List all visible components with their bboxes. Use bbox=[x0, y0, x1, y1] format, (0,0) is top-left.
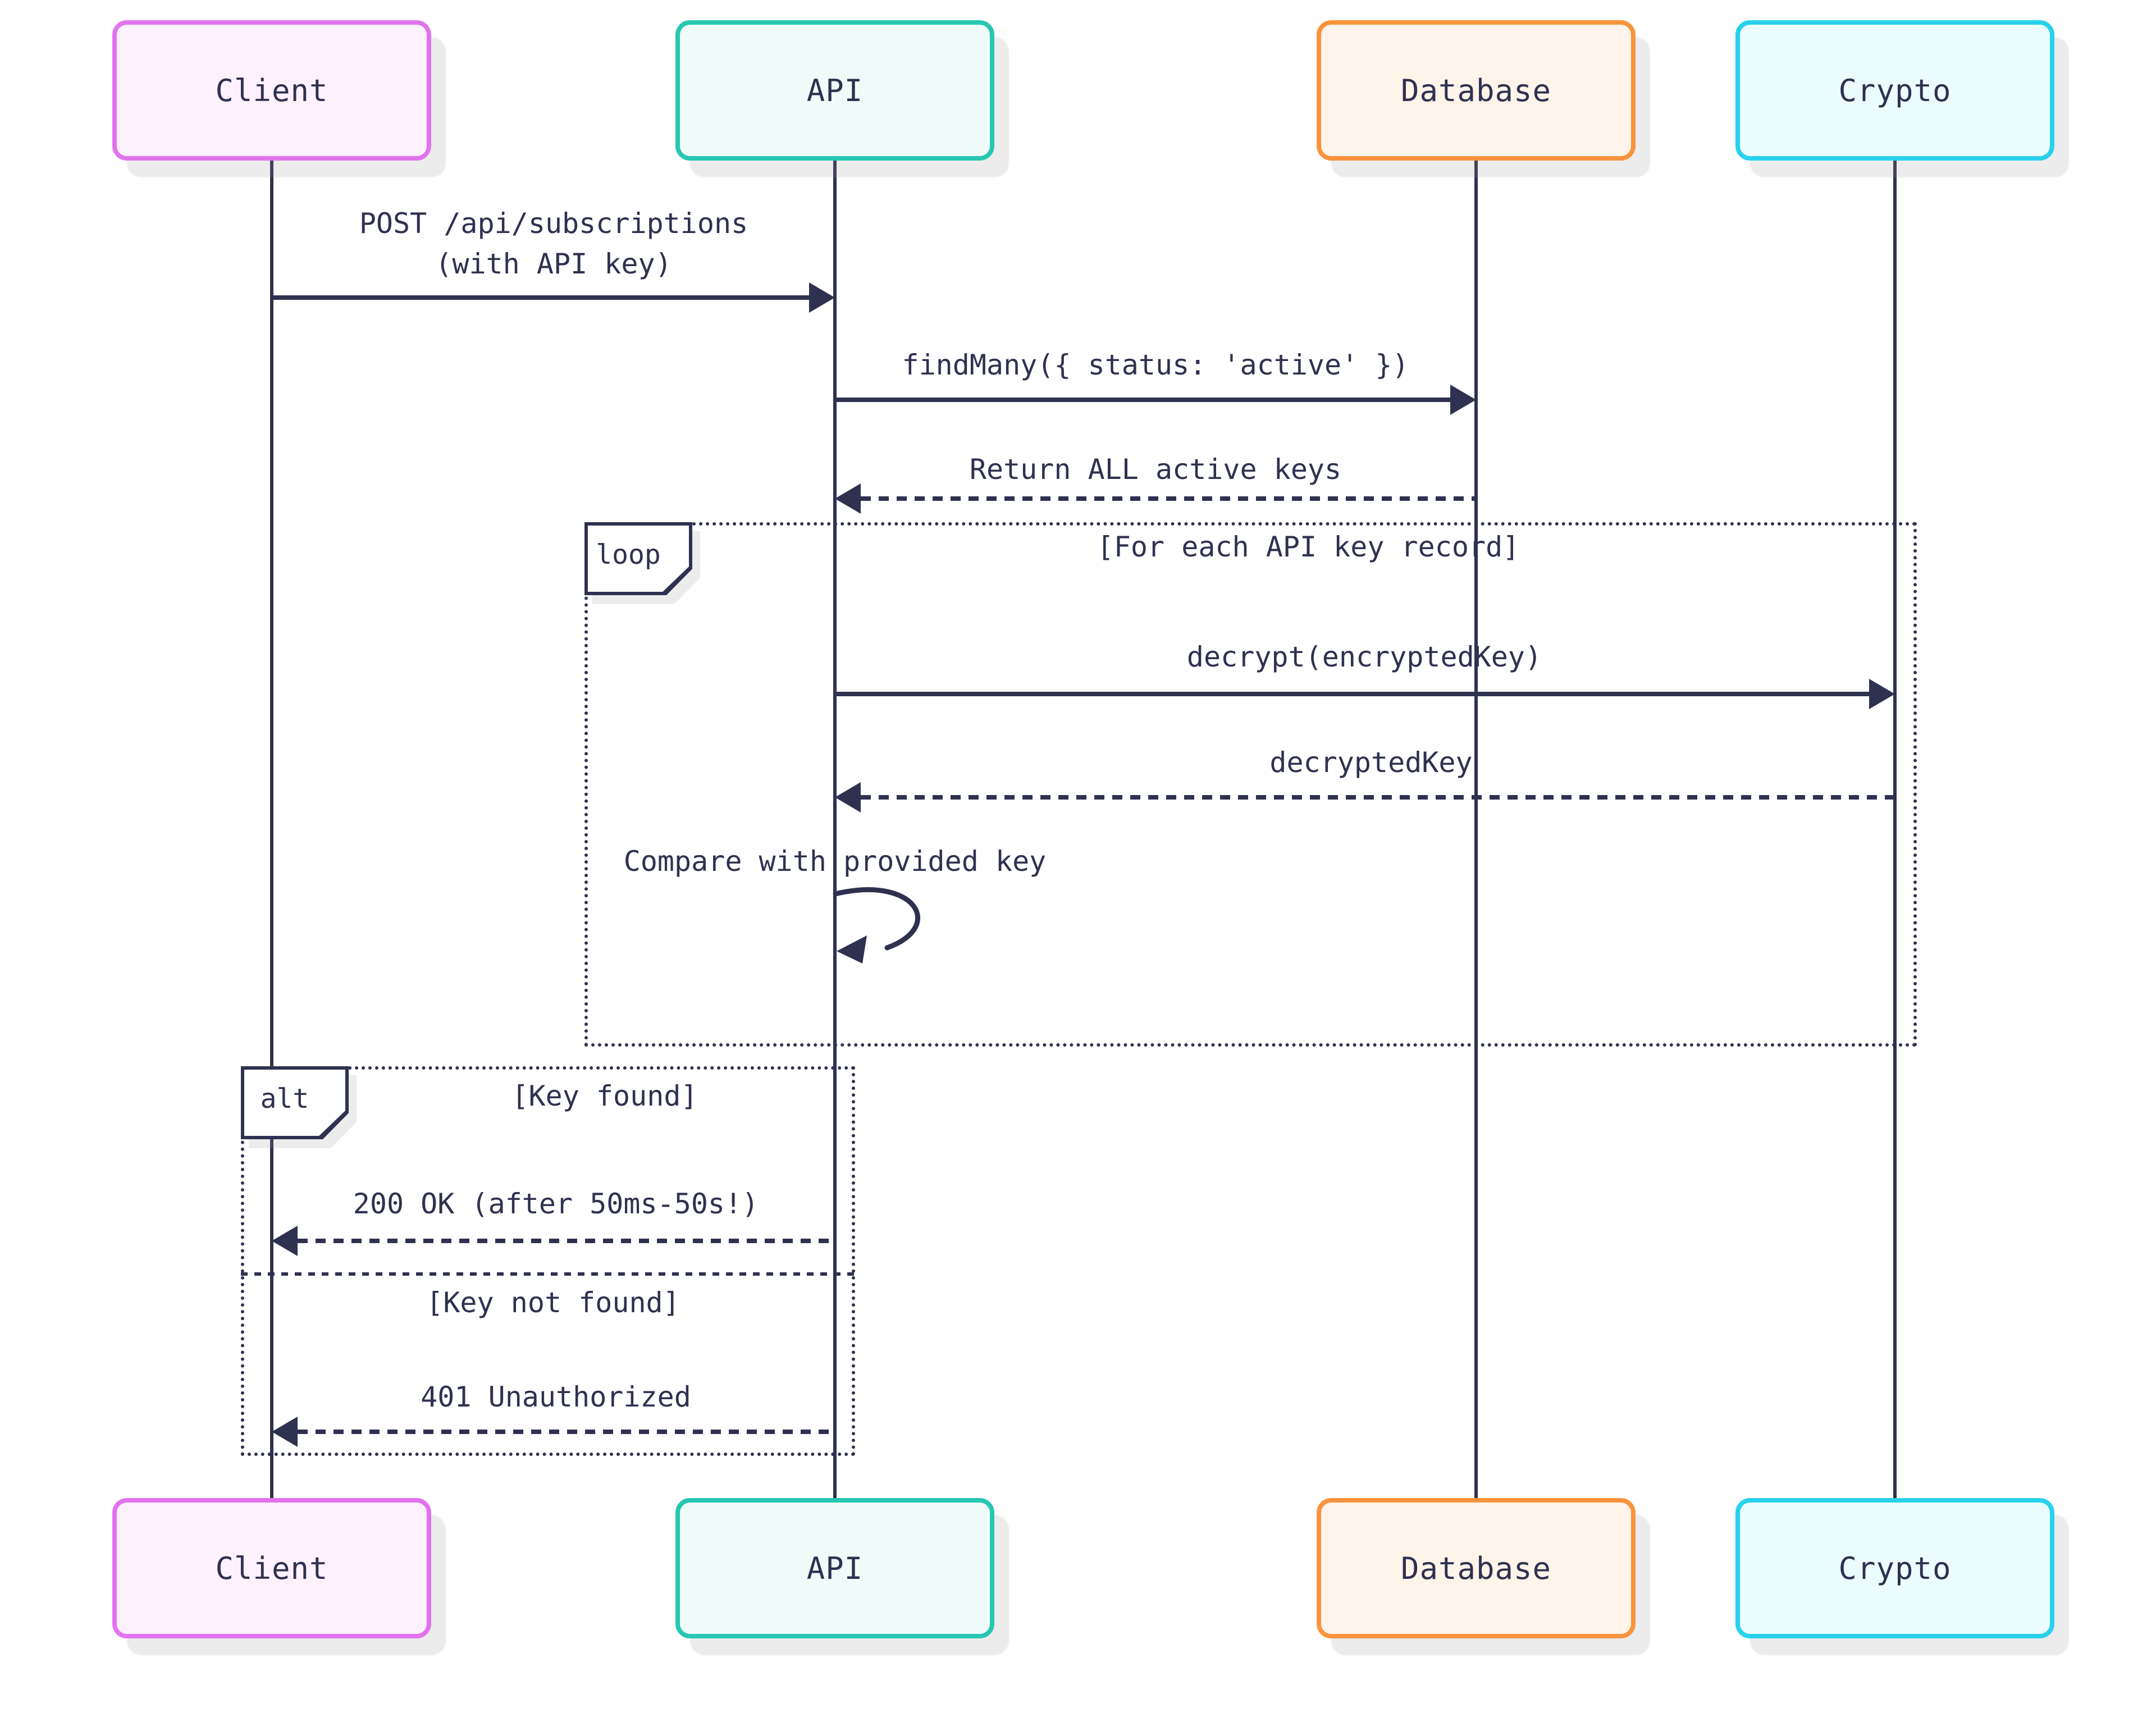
actor-top-crypto: Crypto bbox=[1735, 20, 2054, 161]
loop-frame-tab: loop bbox=[584, 522, 692, 595]
arrowhead-unauthorized-icon bbox=[272, 1417, 298, 1447]
alt-tab-label: alt bbox=[260, 1083, 309, 1115]
message-returnkeys-label: Return ALL active keys bbox=[969, 453, 1342, 486]
actor-label-api: API bbox=[806, 72, 864, 108]
lifeline-database bbox=[1474, 161, 1478, 1498]
message-ok-label: 200 OK (after 50ms-50s!) bbox=[353, 1188, 759, 1220]
loop-guard-label: [For each API key record] bbox=[1097, 531, 1520, 563]
actor-label-client-bottom: Client bbox=[215, 1550, 328, 1586]
arrowhead-returnkeys-icon bbox=[835, 483, 861, 514]
message-findmany-arrow bbox=[835, 398, 1451, 402]
message-decrypt-arrow bbox=[835, 692, 1870, 696]
message-returnkeys-arrow bbox=[861, 496, 1476, 501]
alt-guard-notfound-label: [Key not found] bbox=[426, 1286, 680, 1319]
message-post-label: POST /api/subscriptions (with API key) bbox=[359, 207, 748, 280]
alt-divider bbox=[241, 1272, 855, 1276]
actor-label-crypto: Crypto bbox=[1838, 72, 1952, 108]
actor-bottom-client: Client bbox=[112, 1498, 431, 1638]
actor-top-api: API bbox=[675, 20, 994, 161]
message-decryptedkey-arrow bbox=[861, 795, 1895, 800]
arrowhead-decrypt-icon bbox=[1869, 679, 1895, 709]
actor-label-database-bottom: Database bbox=[1400, 1550, 1552, 1586]
message-decryptedkey-label: decryptedKey bbox=[1269, 746, 1473, 779]
message-compare-label: Compare with provided key bbox=[623, 845, 1047, 878]
arrowhead-ok-icon bbox=[272, 1226, 298, 1256]
loop-tab-fill bbox=[588, 526, 689, 592]
alt-guard-found-label: [Key found] bbox=[511, 1080, 698, 1112]
actor-label-api-bottom: API bbox=[806, 1550, 864, 1586]
actor-bottom-api: API bbox=[675, 1498, 994, 1638]
loop-tab-label: loop bbox=[596, 539, 661, 570]
lifeline-client bbox=[270, 161, 273, 1498]
actor-label-database: Database bbox=[1400, 72, 1552, 108]
alt-tab-fill bbox=[244, 1070, 345, 1136]
actor-label-client: Client bbox=[215, 72, 328, 108]
actor-top-client: Client bbox=[112, 20, 431, 161]
message-unauthorized-label: 401 Unauthorized bbox=[421, 1381, 691, 1413]
message-findmany-label: findMany({ status: 'active' }) bbox=[902, 349, 1409, 381]
message-decrypt-label: decrypt(encryptedKey) bbox=[1186, 641, 1542, 673]
alt-frame bbox=[241, 1066, 855, 1456]
message-post-arrow bbox=[272, 295, 811, 300]
message-unauthorized-arrow bbox=[298, 1430, 835, 1434]
lifeline-api bbox=[833, 161, 837, 1498]
lifeline-crypto bbox=[1893, 161, 1897, 1498]
actor-bottom-crypto: Crypto bbox=[1735, 1498, 2054, 1638]
arrowhead-decryptedkey-icon bbox=[835, 782, 861, 812]
actor-top-database: Database bbox=[1317, 20, 1636, 161]
actor-label-crypto-bottom: Crypto bbox=[1838, 1550, 1952, 1586]
actor-bottom-database: Database bbox=[1317, 1498, 1636, 1638]
loop-frame bbox=[584, 522, 1917, 1047]
self-loop-arrow bbox=[833, 887, 921, 964]
message-ok-arrow bbox=[298, 1239, 835, 1243]
arrowhead-findmany-icon bbox=[1450, 385, 1476, 415]
alt-frame-tab: alt bbox=[241, 1066, 349, 1139]
arrowhead-post-icon bbox=[809, 282, 835, 313]
